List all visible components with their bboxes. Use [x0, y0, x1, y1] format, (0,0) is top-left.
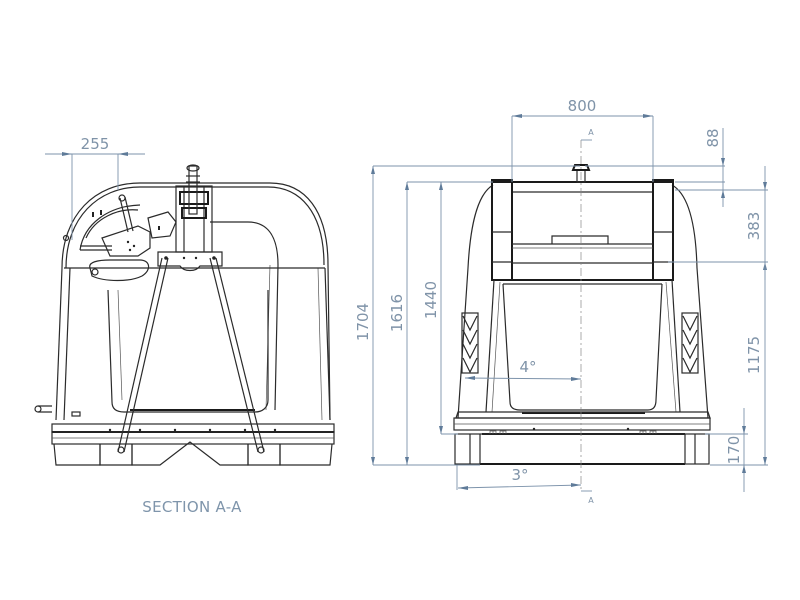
- dimension-88: 88: [585, 128, 768, 207]
- dim-label-3deg: 3°: [511, 466, 528, 484]
- dimension-800: 800: [511, 97, 654, 182]
- dim-label-383: 383: [745, 212, 763, 241]
- dimension-angle-3: 3°: [456, 465, 582, 490]
- dim-label-1616: 1616: [388, 294, 406, 332]
- svg-text:A: A: [588, 496, 594, 505]
- dim-label-255: 255: [81, 135, 110, 153]
- svg-text:A: A: [588, 128, 594, 137]
- dimension-1704: 1704: [354, 165, 580, 466]
- dimension-angle-4: 4°: [464, 358, 582, 381]
- dimension-255: 255: [45, 135, 145, 240]
- front-view: [453, 140, 711, 492]
- dim-label-88: 88: [704, 128, 722, 147]
- dim-label-1175: 1175: [745, 336, 763, 374]
- dimension-1616: 1616: [388, 181, 493, 465]
- dimension-1175: 1175: [710, 262, 768, 466]
- section-marker-bottom: A: [581, 490, 594, 505]
- section-view: [34, 164, 335, 466]
- dim-label-800: 800: [568, 97, 597, 115]
- dimension-383: 383: [668, 166, 768, 280]
- dim-label-170: 170: [725, 436, 743, 465]
- dimension-170: 170: [705, 408, 748, 492]
- dim-label-1440: 1440: [422, 281, 440, 319]
- dim-label-1704: 1704: [354, 303, 372, 341]
- dim-label-4deg: 4°: [519, 358, 536, 376]
- dimension-1440: 1440: [422, 182, 458, 435]
- section-marker-top: A: [581, 128, 594, 141]
- section-caption: SECTION A-A: [142, 498, 242, 516]
